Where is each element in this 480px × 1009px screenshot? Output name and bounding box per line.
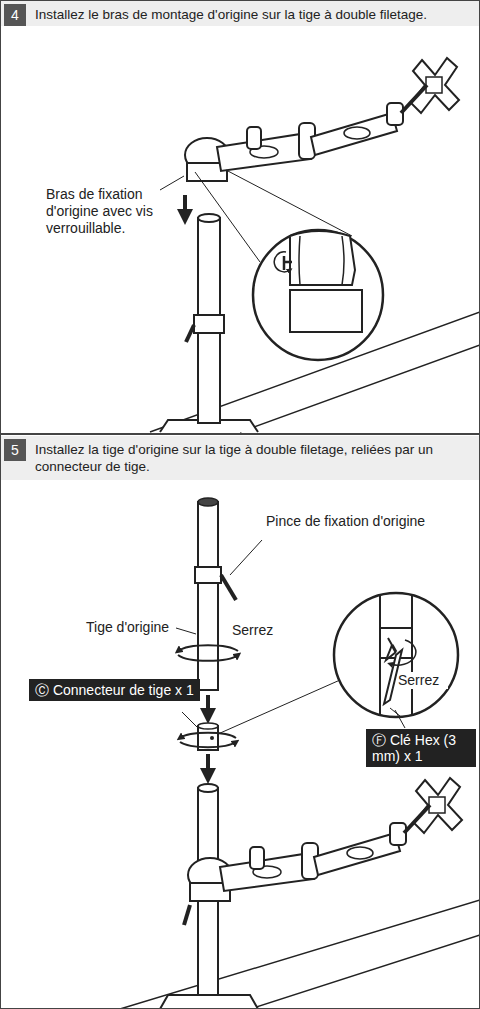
- box-text: 4: [11, 7, 19, 23]
- step-instruction: Installez le bras de montage d'origine s…: [35, 6, 475, 23]
- step-instruction: Installez la tige d'origine sur la tige …: [35, 441, 465, 475]
- part-label: Pince de fixation d'origine: [266, 513, 466, 530]
- action-label: Serrez: [232, 622, 292, 639]
- part-label: Tige d'origine: [86, 619, 196, 636]
- box-text: Ⓕ Clé Hex (3 mm) x 1: [372, 732, 456, 764]
- part-label-box: Ⓕ Clé Hex (3 mm) x 1: [366, 729, 476, 767]
- box-text: Ⓒ Connecteur de tige x 1: [35, 682, 194, 698]
- step-number: 5: [4, 439, 26, 461]
- action-label: Serrez: [398, 672, 448, 689]
- box-text: 5: [11, 442, 19, 458]
- part-label: Bras de fixation d'origine avec vis verr…: [46, 186, 186, 237]
- step-number: 4: [4, 4, 26, 26]
- part-label-box: Ⓒ Connecteur de tige x 1: [29, 679, 200, 701]
